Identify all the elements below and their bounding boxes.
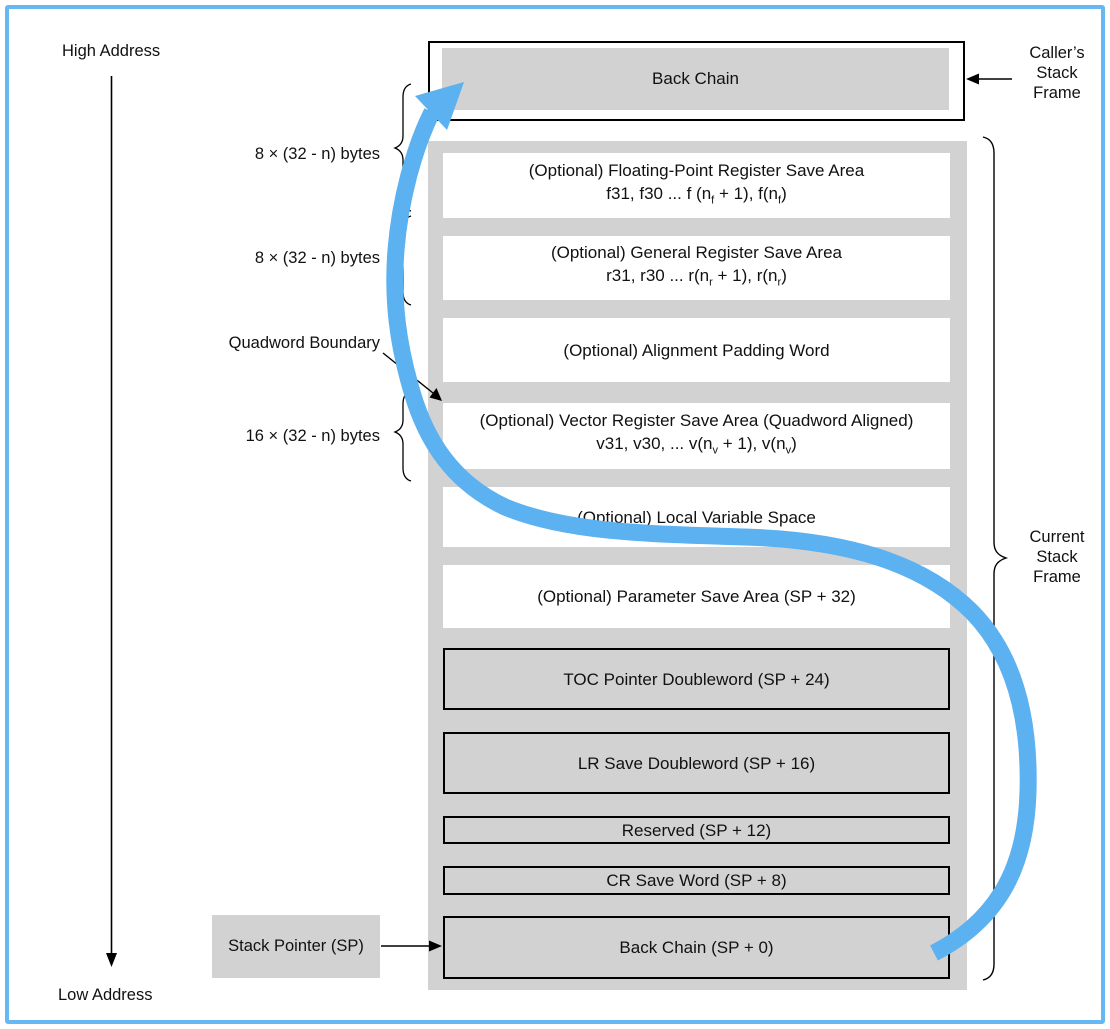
vr-area-brace <box>393 390 412 482</box>
current-frame-container: (Optional) Floating-Point Register Save … <box>428 141 967 990</box>
row-title: (Optional) Floating-Point Register Save … <box>528 160 865 180</box>
address-direction-arrow <box>106 76 117 967</box>
row-detail: f31, f30 ... f (nf + 1), f(nf) <box>606 183 787 207</box>
callers-stack-frame-label: Caller’s Stack Frame <box>1029 44 1085 102</box>
quadword-boundary-label: Quadword Boundary <box>228 334 380 352</box>
stack-row-local-variable-space: (Optional) Local Variable Space <box>443 487 950 547</box>
row-title: CR Save Word (SP + 8) <box>606 871 787 890</box>
stack-pointer-box: Stack Pointer (SP) <box>212 915 380 978</box>
stack-row-reserved: Reserved (SP + 12) <box>443 816 950 844</box>
current-frame-brace <box>982 136 1009 981</box>
row-detail: r31, r30 ... r(nr + 1), r(nr) <box>606 266 787 289</box>
row-title: TOC Pointer Doubleword (SP + 24) <box>563 669 830 689</box>
row-title: (Optional) Vector Register Save Area (Qu… <box>479 411 914 431</box>
stack-row-back-chain: Back Chain (SP + 0) <box>443 916 950 979</box>
fp-area-size-label: 8 × (32 - n) bytes <box>254 145 380 163</box>
gr-area-brace <box>393 215 412 306</box>
fp-area-brace <box>393 83 412 212</box>
vr-area-size-label: 16 × (32 - n) bytes <box>245 427 380 445</box>
row-detail: v31, v30, ... v(nv + 1), v(nv) <box>596 434 797 457</box>
stack-row-cr-save: CR Save Word (SP + 8) <box>443 866 950 895</box>
stack-row-gr-save-area: (Optional) General Register Save Area r3… <box>443 236 950 300</box>
current-stack-frame-label: Current Stack Frame <box>1029 528 1085 586</box>
caller-frame-arrow <box>966 73 1012 85</box>
row-title: LR Save Doubleword (SP + 16) <box>577 753 816 773</box>
stack-row-fp-save-area: (Optional) Floating-Point Register Save … <box>443 153 950 218</box>
caller-frame-box: Back Chain <box>428 41 965 121</box>
row-title: (Optional) Alignment Padding Word <box>563 340 830 360</box>
gr-area-size-label: 8 × (32 - n) bytes <box>254 249 380 267</box>
caller-back-chain-cell: Back Chain <box>442 48 949 110</box>
stack-row-toc-pointer: TOC Pointer Doubleword (SP + 24) <box>443 648 950 710</box>
stack-row-lr-save: LR Save Doubleword (SP + 16) <box>443 732 950 794</box>
low-address-label: Low Address <box>58 986 153 1004</box>
row-title: (Optional) Parameter Save Area (SP + 32) <box>537 587 856 606</box>
row-title: (Optional) General Register Save Area <box>550 243 843 263</box>
row-title: Back Chain (SP + 0) <box>619 938 774 957</box>
stack-row-alignment-padding: (Optional) Alignment Padding Word <box>443 318 950 382</box>
high-address-label: High Address <box>62 42 161 60</box>
stack-row-vector-save-area: (Optional) Vector Register Save Area (Qu… <box>443 403 950 469</box>
row-title: Reserved (SP + 12) <box>621 820 772 840</box>
row-title: (Optional) Local Variable Space <box>577 507 816 527</box>
stack-row-parameter-save-area: (Optional) Parameter Save Area (SP + 32) <box>443 565 950 628</box>
